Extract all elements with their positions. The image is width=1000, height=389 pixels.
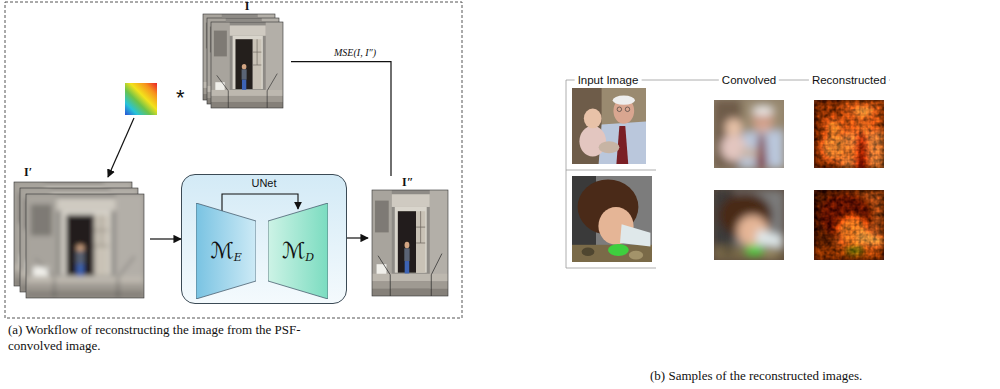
output-image: I″: [368, 176, 452, 300]
output-image: [372, 190, 448, 296]
image-stack: I′: [14, 166, 150, 300]
decoder-trapezoid: ℳD: [268, 203, 328, 299]
unet-block: UNetℳEℳD: [181, 174, 347, 304]
psf-kernel: [125, 83, 157, 115]
module-symbol: ℳ: [210, 239, 234, 263]
module-subscript: D: [305, 252, 314, 264]
image-label: I′: [24, 166, 32, 179]
column-header: Convolved: [719, 73, 779, 87]
subfigure-caption: (b) Samples of the reconstructed images.: [650, 368, 862, 384]
blurred-image-stack: [14, 182, 144, 298]
module-symbol: ℳ: [282, 239, 306, 263]
psf-arrow: [108, 118, 134, 177]
connector: [291, 62, 391, 176]
sample-frame: [566, 80, 890, 268]
subfigure-caption: (a) Workflow of reconstructing the image…: [8, 322, 353, 354]
block-label: UNet: [182, 177, 346, 190]
image-stack: I: [203, 0, 291, 108]
image-label: I: [203, 0, 291, 13]
module-subscript: E: [234, 252, 242, 264]
column-header: Reconstructed: [809, 73, 889, 87]
edge-label: MSE(I, I″): [332, 47, 378, 59]
convolution-operator: *: [176, 86, 185, 110]
image-label: I″: [402, 176, 413, 189]
column-header: Input Image: [575, 73, 642, 87]
connector: [347, 237, 368, 238]
encoder-trapezoid: ℳE: [196, 203, 256, 299]
sample-images: [572, 88, 884, 262]
connector: [150, 238, 181, 239]
panel-frame: [5, 2, 462, 318]
input-image-stack: [203, 14, 283, 108]
